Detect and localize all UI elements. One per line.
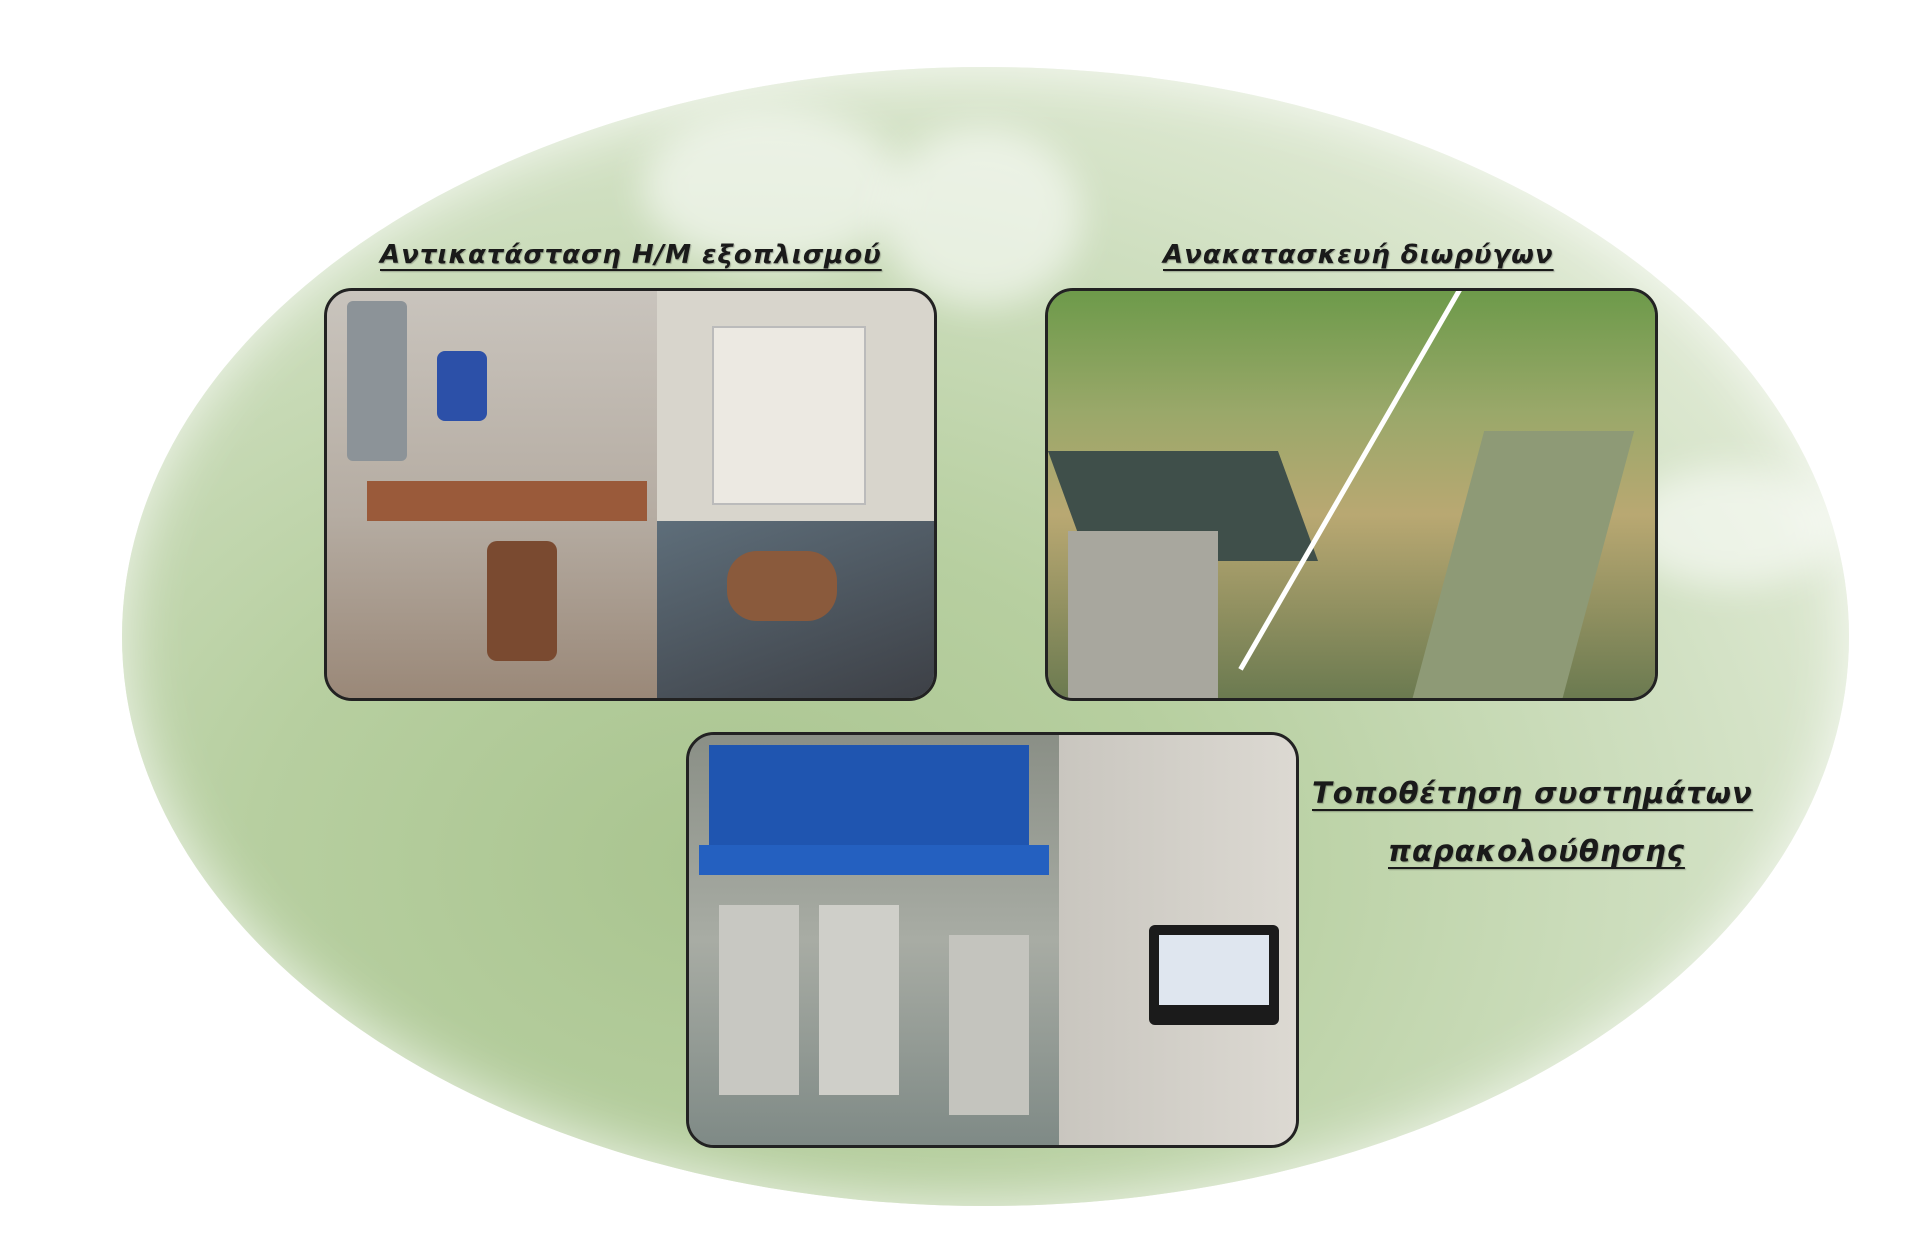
section-title-equipment: Αντικατάσταση Η/Μ εξοπλισμού — [380, 240, 882, 270]
section-title-canals: Ανακατασκευή διωρύγων — [1163, 240, 1554, 270]
water-spray — [1622, 467, 1842, 587]
monitoring-photo — [686, 732, 1299, 1148]
canal-photo — [1045, 288, 1658, 701]
section-title-monitoring-line1: Τοποθέτηση συστημάτων — [1312, 776, 1753, 810]
section-title-monitoring-line2: παρακολούθησης — [1388, 834, 1685, 868]
water-spray — [642, 107, 902, 267]
water-spray — [882, 127, 1082, 307]
equipment-photo — [324, 288, 937, 701]
